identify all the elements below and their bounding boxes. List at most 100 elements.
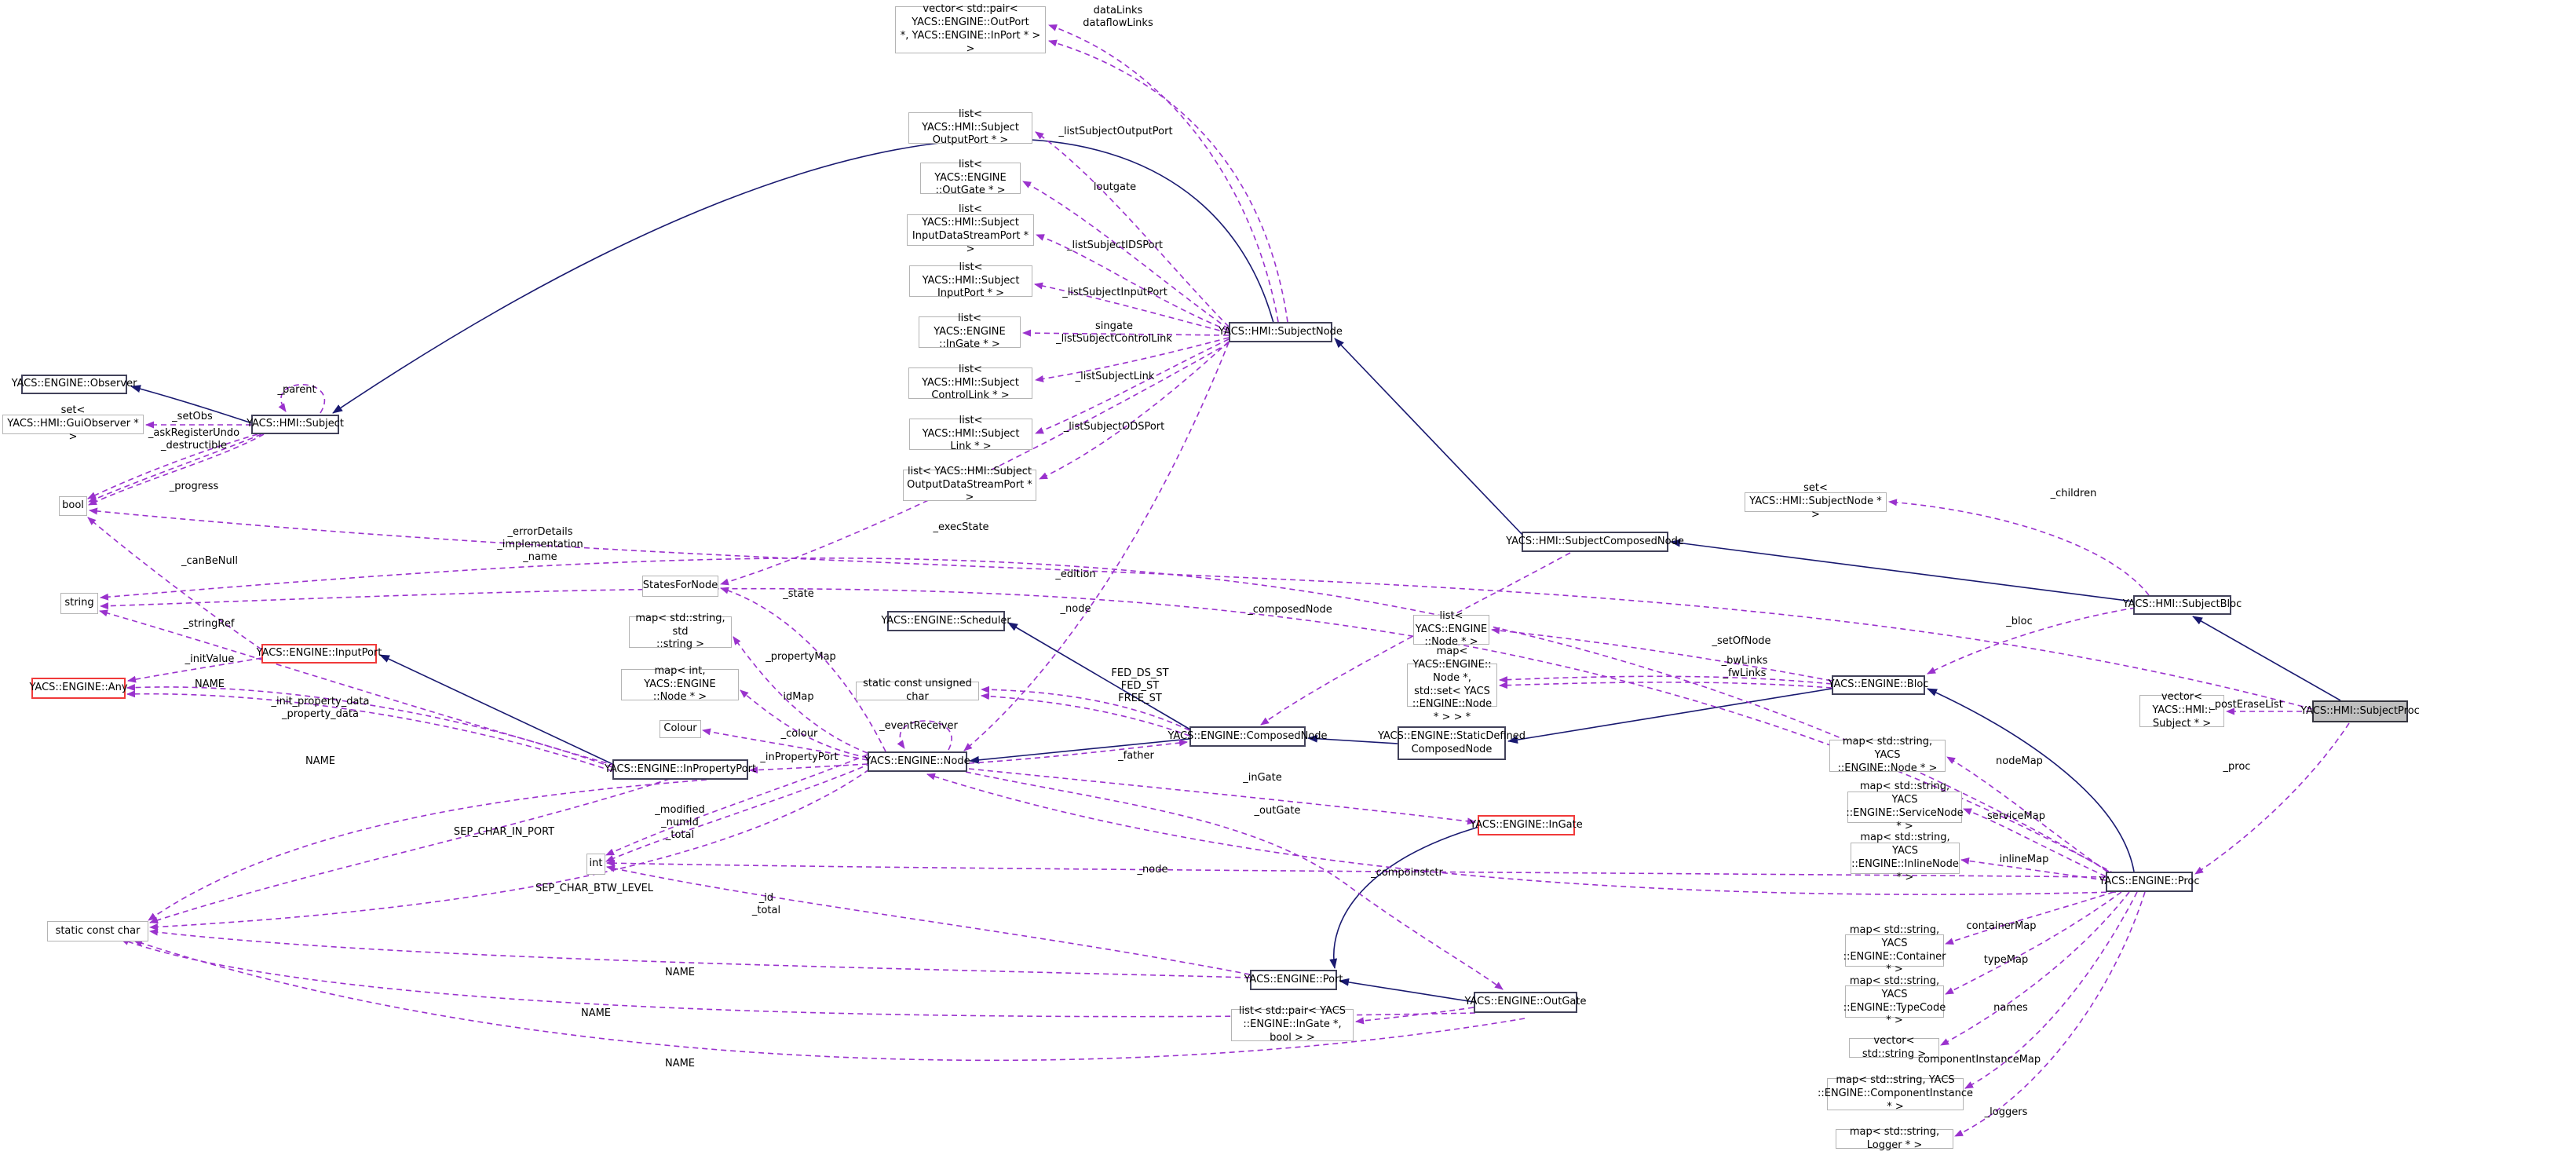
class-box-list-pair-ingate-bool[interactable]: list< std::pair< YACS ::ENGINE::InGate *… [1231, 1005, 1354, 1044]
edge-label: _colour [780, 728, 818, 740]
edge-label: _modified _numId _total [655, 804, 705, 841]
class-box-map-nodemap[interactable]: map< std::string, YACS ::ENGINE::Node * … [1829, 736, 1946, 774]
edge-label: _loggers [1984, 1106, 2028, 1119]
class-box-vector-outport-inport[interactable]: vector< std::pair< YACS::ENGINE::OutPort… [895, 3, 1046, 55]
class-box-node[interactable]: YACS::ENGINE::Node [864, 751, 970, 772]
class-box-statesfornode[interactable]: StatesForNode [642, 576, 718, 597]
class-box-vector-subject[interactable]: vector< YACS::HMI:: Subject * > [2139, 691, 2224, 729]
class-box-list-outgate[interactable]: list< YACS::ENGINE ::OutGate * > [920, 159, 1021, 196]
class-box-map-inlinenode[interactable]: map< std::string, YACS ::ENGINE::InlineN… [1851, 832, 1960, 883]
edge-label: _inPropertyPort [760, 751, 839, 764]
edge-label: _id _total [751, 892, 781, 916]
edge-label: componentInstanceMap [1917, 1054, 2041, 1066]
class-box-ingate[interactable]: YACS::ENGINE::InGate [1470, 815, 1583, 835]
class-box-subject-node[interactable]: YACS::HMI::SubjectNode [1219, 322, 1343, 342]
edge-label: _listSubjectODSPort [1063, 421, 1165, 433]
edge-label: loutgate [1093, 181, 1137, 194]
edge-label: _children [2050, 488, 2097, 500]
class-box-colour[interactable]: Colour [660, 720, 701, 738]
class-box-list-node[interactable]: list< YACS::ENGINE ::Node * > [1413, 610, 1489, 648]
edge-label: _init_property_data _property_data [271, 696, 370, 720]
class-box-list-subject-controllink[interactable]: list< YACS::HMI::Subject ControlLink * > [908, 364, 1032, 401]
class-box-map-int-node[interactable]: map< int, YACS::ENGINE ::Node * > [621, 665, 739, 703]
edge-label: serviceMap [1986, 810, 2046, 823]
edge-label: _initValue [185, 653, 235, 666]
edge-label: _father [1118, 750, 1154, 762]
class-box-list-subject-outputport[interactable]: list< YACS::HMI::Subject OutputPort * > [908, 108, 1032, 146]
class-box-port[interactable]: YACS::ENGINE::Port [1244, 970, 1343, 990]
class-box-staticdefined-composednode[interactable]: YACS::ENGINE::StaticDefined ComposedNode [1378, 726, 1526, 760]
class-box-list-subject-inputport[interactable]: list< YACS::HMI::Subject InputPort * > [909, 261, 1032, 299]
class-box-string[interactable]: string [60, 593, 98, 614]
edge-label: names [1993, 1002, 2028, 1015]
edge-label: _listSubjectIDSPort [1066, 239, 1164, 252]
class-box-map-node-set[interactable]: map< YACS::ENGINE:: Node *, std::set< YA… [1407, 645, 1497, 723]
edge-label: typeMap [1983, 954, 2029, 967]
class-box-int[interactable]: int [586, 854, 605, 875]
edge-label: containerMap [1966, 920, 2037, 933]
class-box-set-subjectnode[interactable]: set< YACS::HMI::SubjectNode * > [1745, 482, 1887, 521]
edge-label: _canBeNull [181, 555, 238, 568]
edge-label: _node [1060, 603, 1091, 616]
class-box-composednode[interactable]: YACS::ENGINE::ComposedNode [1167, 726, 1328, 747]
edge-label: nodeMap [1996, 755, 2043, 768]
edge-label: NAME [194, 678, 225, 691]
edge-label: NAME [664, 1058, 696, 1070]
class-box-map-string-string[interactable]: map< std::string, std ::string > [629, 612, 732, 650]
inheritance-edges [130, 138, 2341, 1003]
class-box-proc[interactable]: YACS::ENGINE::Proc [2099, 872, 2200, 892]
edge-label: _listSubjectOutputPort [1058, 126, 1173, 138]
class-box-any[interactable]: YACS::ENGINE::Any [29, 678, 128, 699]
class-box-inputport[interactable]: YACS::ENGINE::InputPort [257, 644, 382, 664]
class-box-subject-bloc[interactable]: YACS::HMI::SubjectBloc [2123, 595, 2242, 615]
class-box-scheduler[interactable]: YACS::ENGINE::Scheduler [881, 611, 1011, 631]
edge-label: NAME [580, 1007, 612, 1020]
class-box-inpropertyport[interactable]: YACS::ENGINE::InPropertyPort [605, 759, 756, 780]
edge-label: NAME [305, 755, 336, 768]
class-box-map-container[interactable]: map< std::string, YACS ::ENGINE::Contain… [1843, 923, 1946, 976]
edge-label: _node [1137, 864, 1168, 876]
class-box-subject[interactable]: YACS::HMI::Subject [247, 415, 344, 434]
edge-label: SEP_CHAR_IN_PORT [453, 826, 555, 839]
class-box-map-servicenode[interactable]: map< std::string, YACS ::ENGINE::Service… [1846, 781, 1964, 832]
edge-label: _propertyMap [765, 651, 836, 664]
edge-label: singate _listSubjectControlLink [1056, 320, 1172, 345]
class-box-list-ingate[interactable]: list< YACS::ENGINE ::InGate * > [919, 313, 1021, 350]
class-box-subject-proc[interactable]: YACS::HMI::SubjectProc [2300, 700, 2420, 722]
class-box-outgate[interactable]: YACS::ENGINE::OutGate [1465, 992, 1586, 1013]
edge-label: _progress [169, 481, 219, 493]
class-box-list-subject-odsport[interactable]: list< YACS::HMI::Subject OutputDataStrea… [903, 466, 1036, 503]
class-box-bloc[interactable]: YACS::ENGINE::Bloc [1829, 675, 1928, 695]
edge-label: inlineMap [1999, 854, 2049, 866]
class-box-map-componentinstance[interactable]: map< std::string, YACS ::ENGINE::Compone… [1817, 1074, 1974, 1113]
usage-edges [87, 24, 2350, 1137]
class-box-set-guiobserver[interactable]: set< YACS::HMI::GuiObserver * > [2, 404, 144, 443]
edge-label: _state [783, 588, 814, 601]
class-box-list-subject-idsport[interactable]: list< YACS::HMI::Subject InputDataStream… [907, 203, 1034, 255]
edge-label: _bloc [2006, 616, 2033, 628]
edge-label: _postEraseList [2209, 699, 2283, 711]
class-box-vector-string[interactable]: vector< std::string > [1849, 1035, 1939, 1060]
class-box-static-const-uchar[interactable]: static const unsigned char [856, 678, 979, 703]
edge-label: idMap [783, 691, 814, 704]
edge-label: _setOfNode [1712, 635, 1771, 648]
edge-label: _setObs [172, 411, 213, 423]
edge-label: _outGate [1254, 805, 1301, 817]
edge-label: _errorDetails _implementation _name [497, 526, 583, 563]
class-box-map-logger[interactable]: map< std::string, Logger * > [1836, 1126, 1953, 1151]
class-box-observer[interactable]: YACS::ENGINE::Observer [12, 375, 137, 394]
edge-label: _compoinstctr [1371, 867, 1443, 879]
edge-label: _inGate [1243, 772, 1282, 784]
class-box-subject-composednode[interactable]: YACS::HMI::SubjectComposedNode [1506, 532, 1684, 552]
class-box-map-typecode[interactable]: map< std::string, YACS ::ENGINE::TypeCod… [1843, 974, 1946, 1027]
class-box-list-subject-link[interactable]: list< YACS::HMI::Subject Link * > [909, 415, 1032, 452]
edge-label: _listSubjectLink [1075, 371, 1155, 383]
class-box-static-const-char[interactable]: static const char [47, 921, 148, 941]
edge-label: NAME [664, 967, 696, 979]
edge-label: _listSubjectInputPort [1062, 287, 1167, 299]
edge-label: _parent [277, 384, 316, 397]
edge-label: _execState [933, 521, 989, 534]
edge-label: _edition [1055, 569, 1096, 581]
class-box-bool[interactable]: bool [59, 496, 87, 516]
